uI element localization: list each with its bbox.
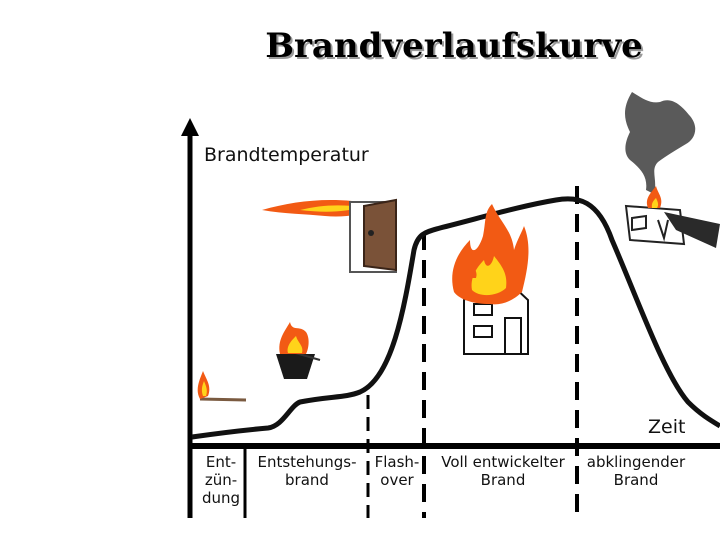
phase-label-line: abklingender: [586, 453, 686, 471]
burning-basket-icon: [276, 322, 321, 379]
phase-label-line: zün-: [204, 471, 238, 489]
smoking-ruin-icon: [624, 92, 720, 248]
y-axis-label: Brandtemperatur: [204, 144, 369, 166]
phase-label-line: Ent-: [205, 453, 237, 471]
phase-label-decay: abklingender Brand: [578, 453, 694, 489]
phase-label-fully-developed: Voll entwickelter Brand: [428, 453, 578, 489]
match-flame-icon: [197, 371, 247, 402]
phase-label-line: Voll entwickelter: [441, 453, 565, 471]
phase-label-line: brand: [285, 471, 329, 489]
phase-label-ignition: Ent- zün- dung: [194, 453, 248, 507]
temperature-curve: [191, 196, 720, 440]
x-axis-label: Zeit: [648, 416, 686, 438]
phase-label-line: dung: [201, 489, 241, 507]
phase-label-line: Brand: [613, 471, 659, 489]
y-axis-arrowhead: [181, 118, 199, 136]
phase-label-line: Flash-: [374, 453, 420, 471]
flame-from-door-icon: [262, 198, 397, 273]
phase-label-flashover: Flash- over: [366, 453, 428, 489]
phase-label-line: Brand: [480, 471, 526, 489]
phase-label-line: Entstehungs-: [257, 453, 357, 471]
burning-house-icon: [452, 204, 529, 355]
diagram-title: Brandverlaufskurve: [265, 26, 643, 66]
phase-label-line: over: [380, 471, 414, 489]
phase-label-incipient: Entstehungs- brand: [246, 453, 368, 489]
